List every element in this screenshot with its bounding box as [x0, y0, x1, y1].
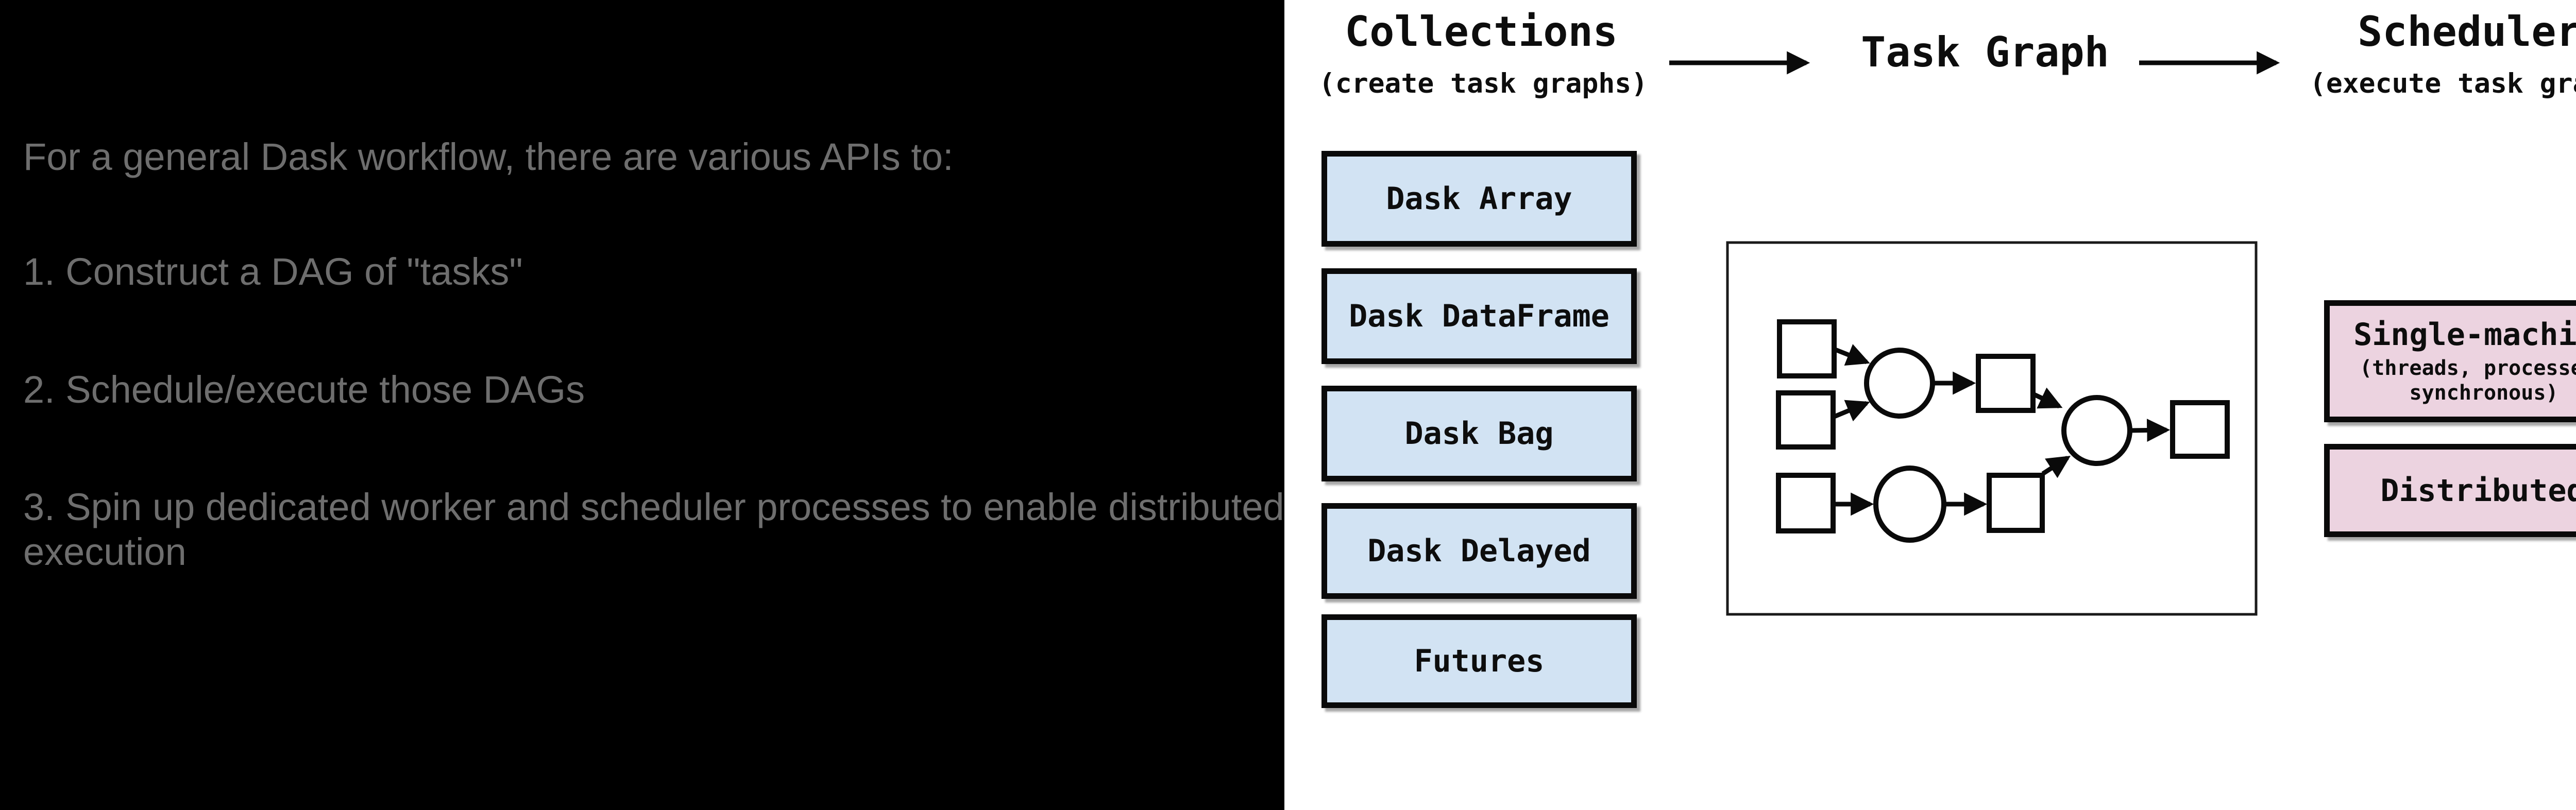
collection-box-dask-delayed: Dask Delayed: [1321, 503, 1637, 599]
task-node-input-3: [1776, 473, 1836, 533]
scheduler-box-title: Single-machine: [2353, 316, 2576, 353]
task-graph-panel: [1726, 241, 2258, 616]
collection-box-label: Dask Array: [1386, 181, 1572, 217]
task-node-op-3: [2061, 395, 2132, 466]
edge-result1-op3: [2032, 387, 2063, 409]
collection-box-label: Dask DataFrame: [1349, 298, 1609, 334]
edge-result2-op3: [2041, 456, 2071, 478]
list-item-1: 1. Construct a DAG of "tasks": [23, 250, 523, 293]
task-graph-heading: Task Graph: [1861, 28, 2109, 76]
task-node-output: [2170, 400, 2230, 459]
collection-box-futures: Futures: [1321, 614, 1637, 708]
collections-subheading: (create task graphs): [1318, 68, 1648, 99]
scheduler-box-subtitle: (threads, processes, synchronous): [2360, 356, 2576, 405]
left-text-panel: For a general Dask workflow, there are v…: [0, 0, 1284, 810]
collection-box-label: Dask Bag: [1404, 416, 1554, 452]
task-node-result-2: [1987, 473, 2045, 533]
scheduler-box-single-machine: Single-machine (threads, processes, sync…: [2324, 300, 2576, 422]
collection-box-dask-bag: Dask Bag: [1321, 386, 1637, 481]
collections-heading: Collections: [1345, 8, 1618, 56]
edge-input2-op1: [1832, 400, 1870, 422]
edge-input1-op1: [1833, 344, 1870, 366]
collection-box-dask-array: Dask Array: [1321, 151, 1637, 247]
scheduler-box-title: Distributed: [2380, 472, 2576, 509]
collection-box-label: Dask Delayed: [1367, 533, 1591, 569]
task-node-op-1: [1864, 348, 1935, 419]
scheduler-box-distributed: Distributed: [2324, 444, 2576, 537]
task-node-input-2: [1776, 390, 1836, 450]
task-node-op-2: [1873, 466, 1946, 543]
collection-box-label: Futures: [1414, 643, 1545, 679]
schedulers-subheading: (execute task graphs): [2309, 68, 2576, 99]
collection-box-dask-dataframe: Dask DataFrame: [1321, 268, 1637, 364]
task-node-input-1: [1777, 319, 1837, 378]
arrow-collections-to-taskgraph-icon: [1669, 51, 1810, 75]
list-item-2: 2. Schedule/execute those DAGs: [23, 368, 585, 411]
intro-text: For a general Dask workflow, there are v…: [23, 135, 954, 178]
task-node-result-1: [1976, 354, 2036, 413]
arrow-taskgraph-to-schedulers-icon: [2139, 51, 2280, 75]
schedulers-heading: Schedulers: [2358, 8, 2576, 56]
list-item-3: 3. Spin up dedicated worker and schedule…: [23, 486, 1284, 573]
